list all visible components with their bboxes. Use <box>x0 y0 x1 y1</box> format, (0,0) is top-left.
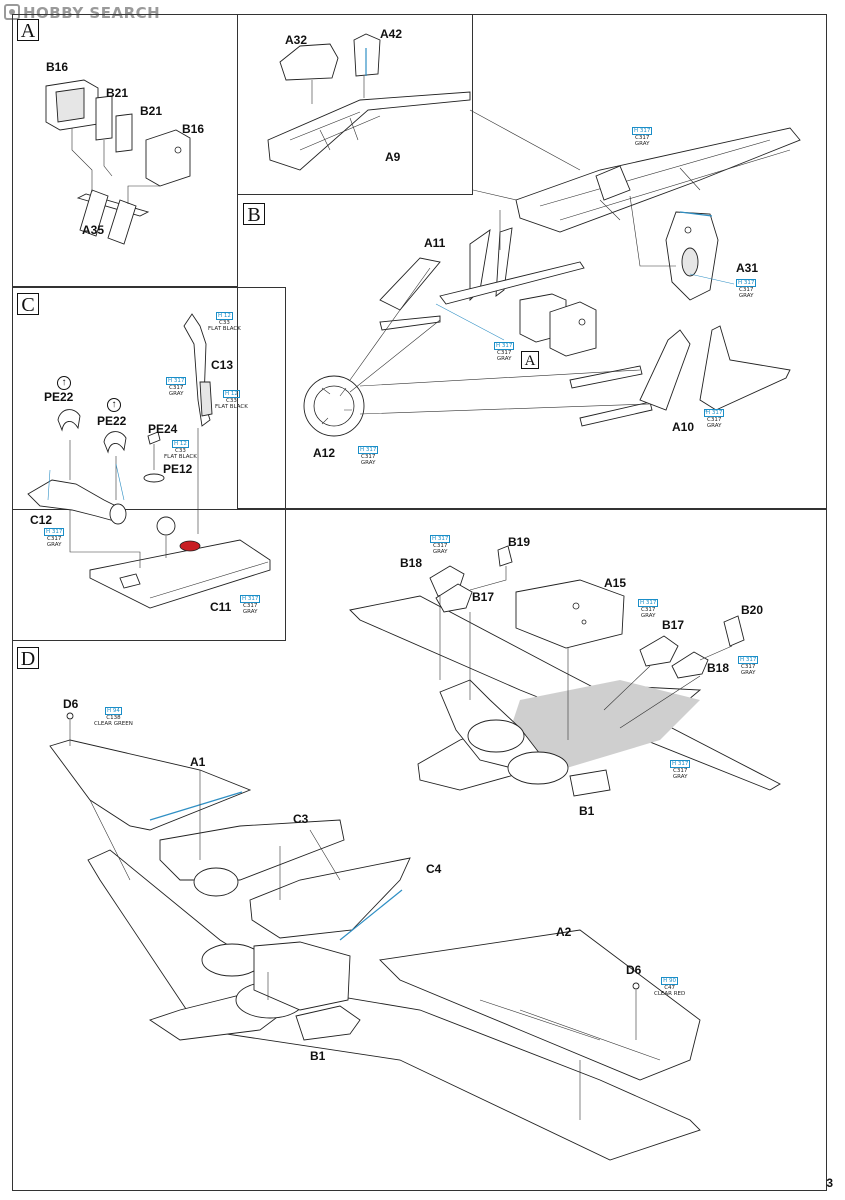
part-label-a1: A1 <box>190 755 206 769</box>
step-b-drawing <box>303 109 801 437</box>
part-label-a9: A9 <box>385 150 401 164</box>
part-label-a31: A31 <box>736 261 759 275</box>
part-label-a42: A42 <box>380 27 403 41</box>
part-label-c3: C3 <box>293 812 309 826</box>
part-label-b21: B21 <box>106 86 129 100</box>
page-number: 3 <box>826 1176 833 1190</box>
part-label-c4: C4 <box>426 862 442 876</box>
step-c-box: C <box>17 293 39 316</box>
step-d-upper-drawing <box>349 545 781 797</box>
panel-b <box>237 14 827 509</box>
step-a-box: A <box>17 19 39 42</box>
step-c-drawing <box>27 313 271 609</box>
step-d-lower-drawing <box>49 712 701 1161</box>
part-label-a35: A35 <box>82 223 105 237</box>
part-label-pe22: PE22 <box>97 414 127 428</box>
part-label-c13: C13 <box>211 358 234 372</box>
arrow-up-circle-icon: ↑ <box>57 376 71 390</box>
part-label-a32: A32 <box>285 33 308 47</box>
part-label-b17: B17 <box>662 618 685 632</box>
shaded-area <box>500 680 700 770</box>
part-label-b16: B16 <box>46 60 69 74</box>
part-label-b1: B1 <box>579 804 595 818</box>
part-label-b19: B19 <box>508 535 531 549</box>
part-label-d6: D6 <box>63 697 79 711</box>
step-a-drawing <box>45 79 191 245</box>
part-label-b21: B21 <box>140 104 163 118</box>
part-label-b1: B1 <box>310 1049 326 1063</box>
part-label-a12: A12 <box>313 446 336 460</box>
part-label-pe22: PE22 <box>44 390 74 404</box>
red-part <box>179 540 201 552</box>
part-label-c12: C12 <box>30 513 53 527</box>
part-label-b18: B18 <box>707 661 730 675</box>
panel-c <box>12 287 286 641</box>
part-label-d6: D6 <box>626 963 642 977</box>
part-label-b16: B16 <box>182 122 205 136</box>
part-label-pe12: PE12 <box>163 462 193 476</box>
subassembly-ref-a: A <box>521 351 539 369</box>
part-label-pe24: PE24 <box>148 422 178 436</box>
part-label-b18: B18 <box>400 556 423 570</box>
part-label-a15: A15 <box>604 576 627 590</box>
part-label-a10: A10 <box>672 420 695 434</box>
part-label-c11: C11 <box>210 600 232 614</box>
part-label-b20: B20 <box>741 603 764 617</box>
part-label-a2: A2 <box>556 925 572 939</box>
step-d-box: D <box>17 647 39 670</box>
part-label-a11: A11 <box>424 236 446 250</box>
a9-drawing <box>267 33 471 171</box>
arrow-up-circle-icon: ↑ <box>107 398 121 412</box>
panel-d <box>12 509 827 1191</box>
step-b-box: B <box>243 203 265 226</box>
part-label-b17: B17 <box>472 590 495 604</box>
